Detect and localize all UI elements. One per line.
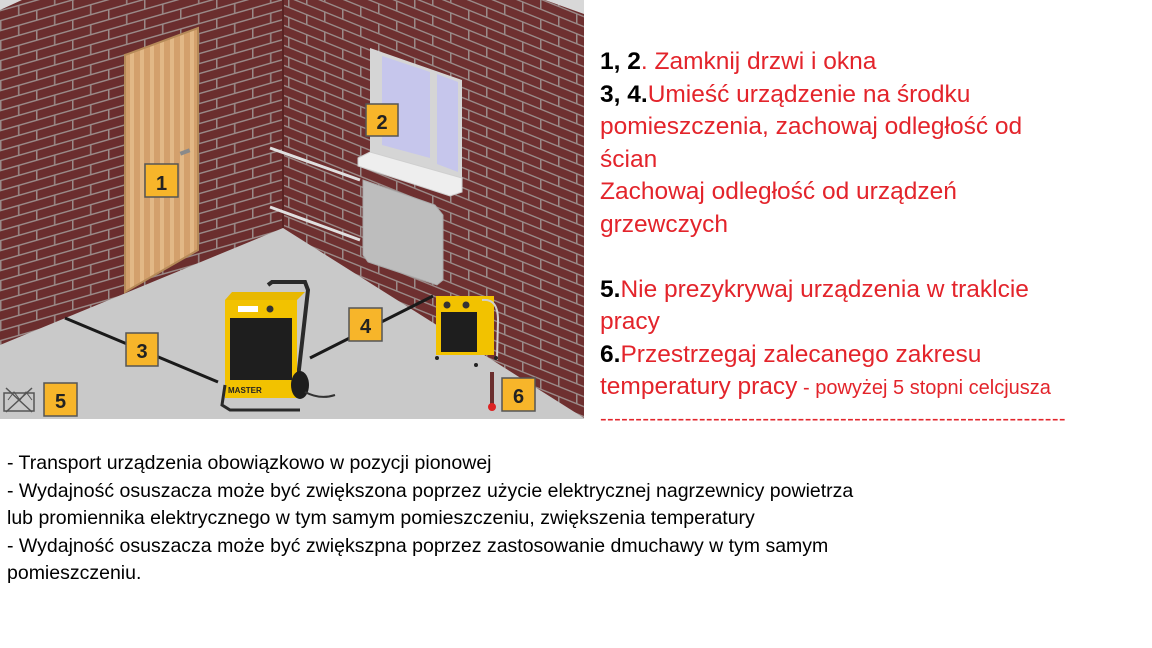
note-blower-efficiency: - Wydajność osuszacza może być zwiększpn… bbox=[7, 534, 829, 557]
temperature-note: - powyżej 5 stopni celcjusza bbox=[797, 377, 1051, 399]
note-blower-efficiency-continued: pomieszczeniu. bbox=[7, 562, 142, 584]
step-number: 1, 2 bbox=[600, 48, 641, 75]
svg-text:3: 3 bbox=[136, 341, 147, 363]
marker-6: 6 bbox=[501, 377, 536, 412]
step-text-continued: pomieszczenia, zachowaj odległość od bbox=[600, 113, 1023, 140]
step-text: . Zamknij drzwi i okna bbox=[640, 48, 877, 75]
step-text-continued: temperatury pracy - powyżej 5 stopni cel… bbox=[600, 371, 1145, 405]
step-number: 3, 4. bbox=[600, 80, 648, 108]
spacer bbox=[600, 241, 1145, 274]
instruction-step-6: 6.Przestrzegaj zalecanego zakresu bbox=[600, 339, 1145, 372]
svg-text:5: 5 bbox=[55, 391, 66, 413]
step-text: Umieść urządzenie na środku bbox=[647, 80, 971, 108]
step-number: 5. bbox=[600, 275, 621, 303]
do-not-cover-icon bbox=[3, 387, 35, 413]
marker-5: 5 bbox=[43, 382, 78, 417]
step-text: temperatury pracy bbox=[600, 373, 798, 400]
step-text-continued: Zachowaj odległość od urządzeń bbox=[600, 178, 957, 205]
note-transport: - Transport urządzenia obowiązkowo w poz… bbox=[7, 452, 492, 474]
door bbox=[124, 26, 199, 294]
radiator bbox=[362, 179, 444, 286]
instruction-step-3-4: 3, 4.Umieść urządzenie na środku bbox=[600, 79, 1145, 112]
window bbox=[357, 48, 463, 197]
step-text: Przestrzegaj zalecanego zakresu bbox=[620, 340, 982, 368]
step-text: Nie prezykrywaj urządzenia w traklcie bbox=[620, 275, 1029, 303]
svg-text:2: 2 bbox=[376, 112, 387, 134]
marker-2: 2 bbox=[365, 103, 399, 137]
marker-4: 4 bbox=[348, 307, 383, 342]
svg-text:MASTER: MASTER bbox=[228, 386, 262, 395]
step-text-continued: pracy bbox=[600, 308, 660, 335]
svg-text:6: 6 bbox=[513, 386, 524, 408]
electric-heater bbox=[435, 296, 500, 367]
marker-1: 1 bbox=[144, 163, 179, 198]
setup-instructions: 1, 2. Zamknij drzwi i okna 3, 4.Umieść u… bbox=[600, 46, 1145, 433]
additional-notes: - Transport urządzenia obowiązkowo w poz… bbox=[7, 450, 1147, 588]
separator-line: ----------------------------------------… bbox=[600, 407, 1066, 430]
room-setup-illustration: MASTER bbox=[0, 0, 584, 419]
step-number: 6. bbox=[600, 340, 621, 368]
step-text-continued: grzewczych bbox=[600, 210, 728, 238]
dehumidifier: MASTER bbox=[220, 280, 336, 412]
svg-text:1: 1 bbox=[156, 173, 167, 195]
marker-3: 3 bbox=[125, 332, 159, 367]
svg-text:4: 4 bbox=[360, 316, 372, 338]
thermometer-icon bbox=[488, 372, 496, 411]
instruction-step-5: 5.Nie prezykrywaj urządzenia w traklcie bbox=[600, 274, 1145, 307]
note-heater-efficiency-continued: lub promiennika elektrycznego w tym samy… bbox=[7, 507, 755, 529]
note-heater-efficiency: - Wydajność osuszacza może być zwiększon… bbox=[7, 479, 854, 502]
instruction-step-1-2: 1, 2. Zamknij drzwi i okna bbox=[600, 46, 1145, 79]
step-text-continued: ścian bbox=[600, 145, 658, 173]
